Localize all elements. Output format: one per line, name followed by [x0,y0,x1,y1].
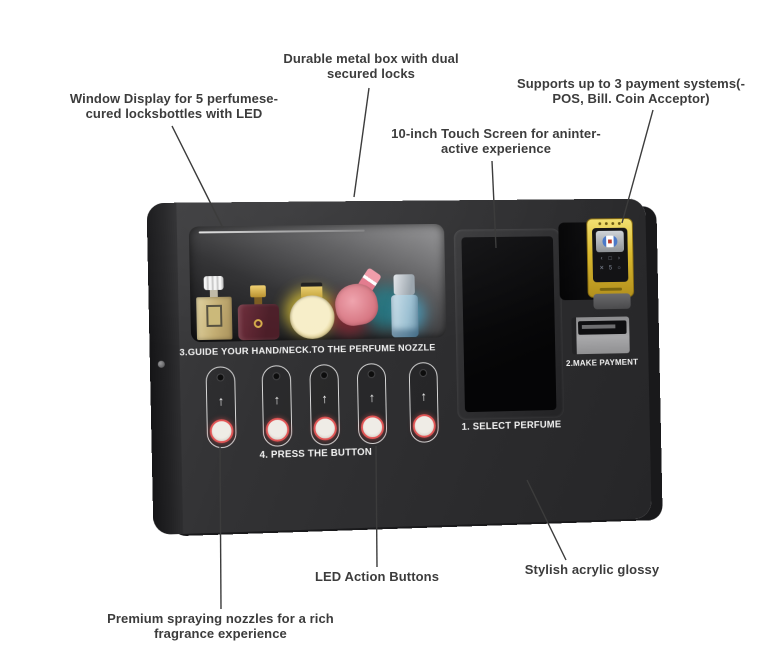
touch-screen [453,228,565,421]
perfume-bottle-maroon [237,285,280,341]
bottle-body [289,295,335,340]
up-arrow-icon: ↑ [321,390,328,406]
up-arrow-icon: ↑ [420,388,427,403]
led-action-button [360,415,385,440]
bottle-cap [203,275,224,291]
up-arrow-icon: ↑ [273,391,281,407]
terminal-base [593,293,631,310]
perfume-display-window [188,223,447,343]
callout-metal-box: Durable metal box with dual secured lock… [266,51,476,82]
touch-screen-glass [461,236,557,413]
action-pill-4: ↑ [356,363,388,445]
led-action-button [313,416,338,441]
callout-window-display: Window Display for 5 perfumese- cured lo… [38,91,310,122]
up-arrow-icon: ↑ [368,389,376,405]
perfume-bottle-heart [332,267,385,339]
callout-led-buttons: LED Action Buttons [306,569,448,584]
vending-machine: 3.GUIDE YOUR HAND/NECK.TO THE PERFUME NO… [146,198,652,535]
card-logo-icon [602,235,618,248]
callout-payment-systems-line1: Supports up to 3 payment systems(- [516,76,746,91]
callout-touch-screen-line1: 10-inch Touch Screen for aninter- [391,126,601,141]
step-guide-nozzle-text: 3.GUIDE YOUR HAND/NECK.TO THE PERFUME NO… [179,342,436,359]
nozzle-hole-icon [419,369,428,378]
led-action-button [412,413,436,438]
callout-nozzles: Premium spraying nozzles for a rich frag… [98,611,343,642]
nozzle-hole-icon [216,373,225,382]
led-action-button [209,418,234,444]
terminal-screen [595,230,625,253]
callout-nozzles-line1: Premium spraying nozzles for a rich [107,611,334,626]
action-pill-1: ↑ [205,366,237,449]
step-press-button-text: 4. PRESS THE BUTTON [259,446,373,461]
terminal-panel: ‹□›✕5○ [591,227,629,283]
callout-metal-box-line2: secured locks [326,66,415,82]
terminal-vents [587,222,632,226]
callout-acrylic-line1: Stylish acrylic glossy [524,562,660,577]
bottle-cap [393,274,415,296]
payment-terminal: ‹□›✕5○ [586,218,635,298]
bottle-body [390,294,419,338]
nozzle-hole-icon [272,372,281,381]
bottle-label [206,304,223,327]
bottle-ring [253,319,263,329]
nozzle-hole-icon [367,370,376,379]
callout-window-display-line2: cured locksbottles with LED [85,106,263,122]
bottle-cap [250,285,266,298]
action-pill-3: ↑ [309,364,341,446]
callout-window-display-line1: Window Display for 5 perfumese- [69,91,279,106]
callout-touch-screen-line2: active experience [440,141,552,157]
perfume-bottle-gold [193,275,236,341]
machine-side-panel [146,202,184,535]
bill-slot [578,320,627,335]
terminal-keypad: ‹□›✕5○ [599,255,621,272]
step-make-payment-text: 2.MAKE PAYMENT [565,356,639,368]
callout-payment-systems: Supports up to 3 payment systems(- POS, … [498,76,764,107]
step-select-perfume-text: 1. SELECT PERFUME [461,419,562,433]
up-arrow-icon: ↑ [217,392,225,408]
perfume-bottle-round-gold [289,282,335,340]
terminal-brand-strip [599,287,623,291]
callout-acrylic: Stylish acrylic glossy [518,562,666,577]
callout-led-buttons-line1: LED Action Buttons [314,569,440,584]
line-metal-box [353,87,370,198]
bill-acceptor [571,316,630,355]
led-action-button [265,417,290,442]
perfume-bottle-blue [389,274,421,338]
callout-payment-systems-line2: POS, Bill. Coin Acceptor) [552,91,710,107]
nozzle-hole-icon [320,371,329,380]
window-highlight [198,229,365,234]
callout-metal-box-line1: Durable metal box with dual [283,51,459,66]
callout-nozzles-line2: fragrance experience [154,626,287,642]
action-pill-5: ↑ [408,361,439,443]
bottle-body [196,296,233,341]
screw-icon [157,360,165,368]
callout-touch-screen: 10-inch Touch Screen for aninter- active… [384,126,608,157]
action-pill-2: ↑ [261,365,293,447]
